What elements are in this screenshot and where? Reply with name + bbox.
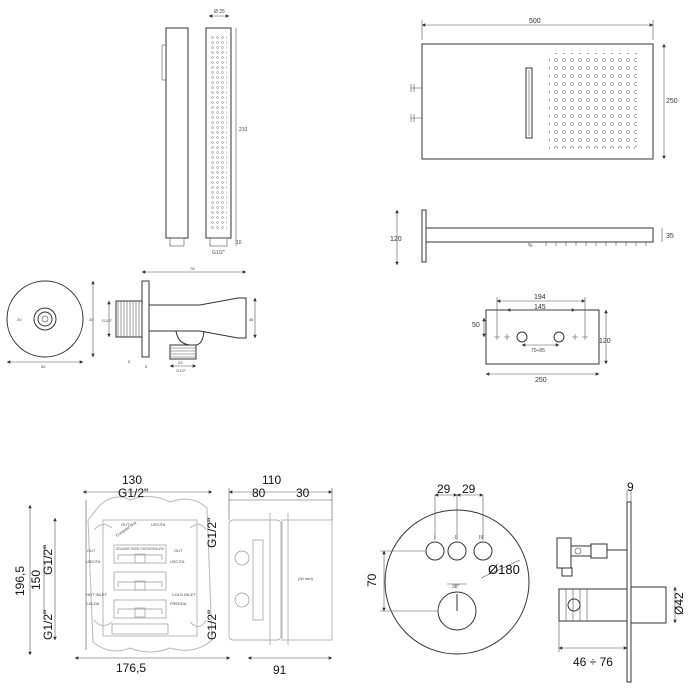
box-side-inner: (30 mm) — [298, 576, 314, 581]
plate-d120: 120 — [599, 338, 611, 345]
handshower-thread-label: G1/2" — [212, 250, 225, 256]
plate-d145: 145 — [534, 304, 546, 311]
handshower-front-view — [205, 14, 237, 247]
concealed-box-front-view — [28, 490, 231, 660]
overhead-width-label: 500 — [529, 18, 541, 25]
control-roman-3: III — [479, 535, 483, 541]
box-bottom-width: 176,5 — [116, 661, 146, 675]
overhead-shower-front-view — [410, 20, 666, 160]
box-side-d110: 110 — [262, 473, 281, 487]
trim-plate-view — [482, 297, 608, 376]
handshower-height-label: 210 — [239, 127, 248, 133]
control-d70: 70 — [365, 573, 379, 587]
overhead-arm-label: 120 — [390, 236, 402, 243]
box-side-d80: 80 — [252, 486, 266, 500]
wall-outlet-thread-left: G1/2" — [102, 318, 113, 323]
box-install-text: INSTALLAZIONE 3 FUNZIONI / 3 FUNCTIONS I… — [116, 546, 164, 551]
wall-outlet-d55: 55 — [41, 364, 46, 369]
overhead-shower-side-view — [395, 209, 663, 266]
handshower-bottom-label: 10 — [236, 240, 242, 246]
box-label-out2: OUT — [87, 548, 96, 553]
control-d29a: 29 — [437, 482, 451, 496]
plate-d70: 70÷85 — [531, 348, 545, 354]
concealed-box-side-view — [228, 488, 333, 660]
overhead-thickness-label: 35 — [666, 233, 674, 240]
box-label-fredda: FREDDA — [170, 601, 187, 606]
wall-outlet-b1: 5 — [128, 359, 131, 364]
control-plate-front-view — [380, 493, 530, 655]
box-side-d30: 30 — [296, 486, 310, 500]
wall-outlet-length: 78 — [190, 266, 195, 271]
control-side-range: 46 ÷ 76 — [573, 655, 613, 669]
box-label-uscita2: USCITA — [86, 559, 101, 564]
box-label-cold: COLD INLET — [172, 592, 196, 597]
wall-outlet-side-view — [107, 270, 257, 368]
plate-d194: 194 — [534, 294, 546, 301]
box-side-thread-bottom: G1/2" — [205, 610, 219, 640]
control-side-d9: 9 — [627, 480, 634, 494]
box-side-d91: 91 — [273, 663, 287, 677]
wall-outlet-b2: 5 — [145, 364, 148, 369]
box-side-thread-top: G1/2" — [41, 545, 55, 575]
wall-outlet-h20: 20 — [17, 317, 22, 322]
control-roman-2: II — [455, 535, 458, 541]
wall-outlet-front-view — [6, 280, 95, 364]
box-side-thread-bottom: G1/2" — [41, 610, 55, 640]
handshower-side-view — [161, 27, 189, 247]
control-plate-side-view — [556, 490, 677, 683]
wall-outlet-h33: 33 — [89, 317, 94, 322]
box-label-out3: OUT — [174, 548, 183, 553]
box-w130: 130 — [122, 473, 142, 487]
handshower-diameter-label: Ø 25 — [214, 9, 225, 15]
box-label-hot: HOT INLET — [86, 592, 107, 597]
overhead-percent-label: % — [528, 243, 533, 249]
control-side-dia42: Ø42 — [672, 592, 686, 615]
control-d29b: 29 — [462, 482, 476, 496]
control-angle: 38° — [452, 584, 460, 590]
overhead-height-label: 250 — [666, 98, 678, 105]
box-top-thread: G1/2" — [118, 486, 148, 500]
box-side-thread-top: G1/2" — [205, 518, 219, 548]
wall-outlet-b3: 23 — [178, 360, 183, 365]
wall-outlet-h36: 36 — [249, 317, 254, 322]
box-label-uscita1: USCITA — [151, 522, 166, 527]
box-h196: 196,5 — [13, 566, 27, 596]
plate-d50: 50 — [472, 322, 480, 329]
plate-d250: 250 — [535, 377, 547, 384]
box-label-uscita3: USCITA — [170, 559, 185, 564]
wall-outlet-thread-bottom: G1/2" — [176, 368, 187, 373]
control-roman-1: I — [434, 535, 435, 541]
box-h150: 150 — [29, 570, 43, 590]
control-diameter: Ø180 — [488, 562, 520, 577]
box-label-out1: OUT — [121, 522, 130, 527]
box-label-calda: CALDA — [86, 601, 100, 606]
